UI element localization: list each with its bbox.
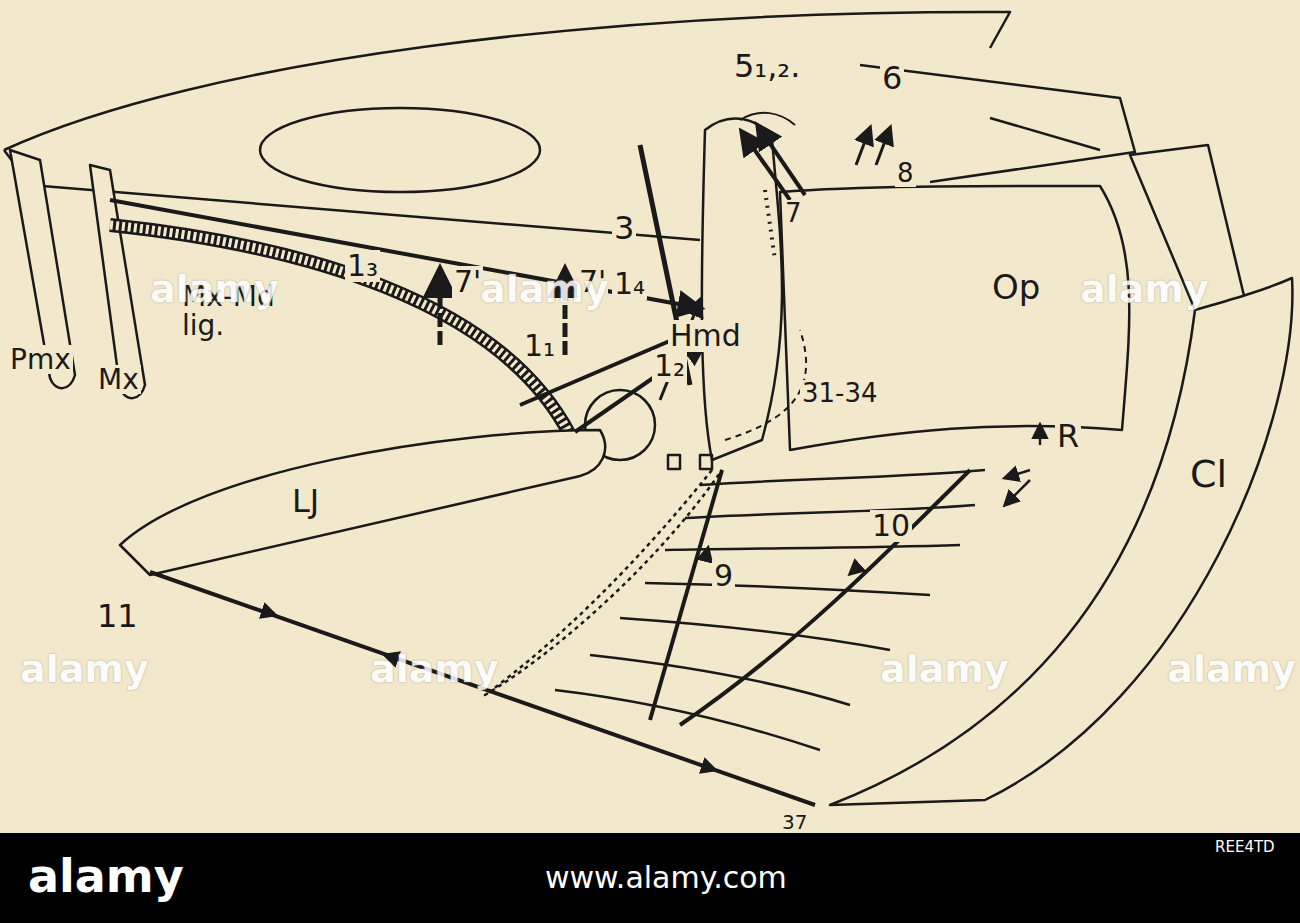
- skull-outline: [4, 12, 1010, 150]
- hyoid-bar: [485, 470, 722, 695]
- callout-number: 1₄: [612, 268, 647, 300]
- callout-number: 31-34: [800, 380, 880, 407]
- muscle-line-1-2: [575, 342, 705, 432]
- bone-label: Mx: [96, 365, 141, 394]
- callout-number: 7: [783, 200, 804, 227]
- interhyal-block: [668, 455, 680, 469]
- muscle-line-6: [876, 128, 890, 165]
- url-text: www.alamy.com: [545, 862, 787, 894]
- bone-label: Op: [990, 270, 1042, 306]
- muscle-line-7-prime: [438, 270, 443, 345]
- callout-number: R: [1055, 420, 1081, 454]
- watermark: alamy: [1167, 650, 1296, 690]
- callout-number: 8: [895, 160, 916, 187]
- dotted-muscle-7: [765, 190, 775, 260]
- ligament-band: [110, 225, 570, 435]
- watermark: alamy: [480, 270, 609, 310]
- callout-number: 6: [880, 62, 904, 96]
- logo-text: alamy: [28, 852, 184, 900]
- arrow: [850, 565, 860, 574]
- muscle-line-11: [150, 572, 815, 805]
- branchiostegal-ray: [700, 470, 985, 485]
- muscle-line-6: [856, 128, 870, 165]
- callout-number: 3: [612, 212, 636, 246]
- ligament-hatch: [110, 225, 570, 435]
- muscle-origin-arc: [740, 113, 795, 125]
- callout-number: 1₃: [345, 250, 380, 282]
- orbit: [260, 108, 540, 192]
- callout-number: 5₁,₂.: [732, 50, 802, 84]
- bone-label: LJ: [290, 485, 321, 519]
- bone-label: Cl: [1188, 455, 1229, 495]
- stock-banner: [0, 833, 1300, 923]
- bone-label: Pmx: [8, 345, 73, 374]
- watermark: alamy: [370, 650, 499, 690]
- callout-number: 7': [452, 266, 483, 298]
- callout-number: 9: [712, 560, 735, 592]
- arrow: [700, 765, 715, 770]
- lower-jaw: [120, 430, 605, 575]
- arrow: [260, 610, 275, 615]
- watermark: alamy: [1080, 270, 1209, 310]
- branchiostegal-ray: [665, 545, 960, 550]
- bone-label: Hmd: [668, 320, 743, 352]
- callout-number: 11: [95, 600, 140, 634]
- callout-number: 1₂: [652, 350, 687, 382]
- arrow: [1005, 470, 1030, 478]
- watermark: alamy: [150, 270, 279, 310]
- callout-number: 37: [780, 812, 809, 833]
- watermark: alamy: [20, 650, 149, 690]
- muscle-line-9: [650, 470, 722, 720]
- branchiostegal-ray: [620, 618, 890, 650]
- arrow: [1005, 480, 1030, 505]
- interhyal-block: [700, 455, 712, 469]
- callout-number: 10: [870, 510, 912, 542]
- arrow: [1039, 425, 1042, 445]
- watermark: alamy: [880, 650, 1009, 690]
- muscle-line-5: [742, 132, 790, 200]
- arrow: [705, 548, 708, 560]
- image-id: REE4TD: [1215, 840, 1275, 856]
- opercle-bone: [780, 186, 1129, 450]
- callout-number: 1₁: [522, 330, 557, 362]
- muscle-line-5: [758, 126, 805, 195]
